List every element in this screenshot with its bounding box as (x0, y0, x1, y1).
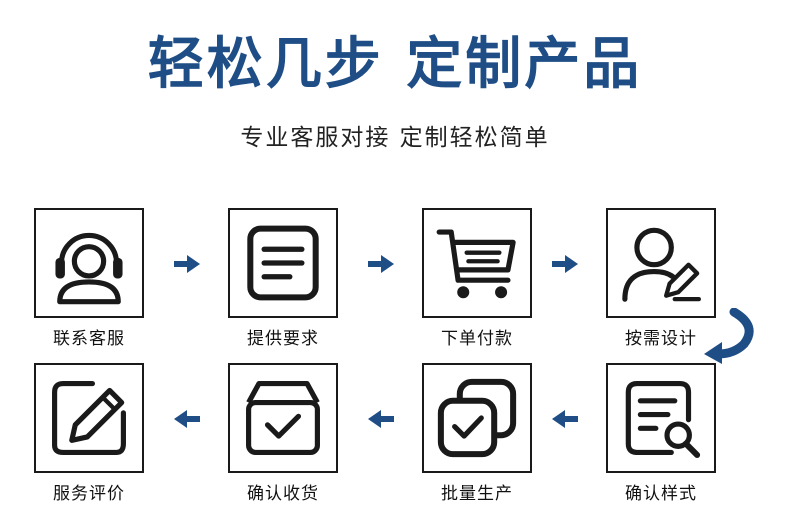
step-service-review[interactable]: 服务评价 (34, 363, 144, 504)
document-list-icon (247, 225, 319, 301)
shopping-cart-icon (436, 229, 516, 299)
page-subtitle: 专业客服对接 定制轻松简单 (240, 125, 550, 151)
arrow-right-icon (174, 255, 200, 273)
document-search-icon (625, 381, 701, 458)
package-check-icon (246, 381, 320, 455)
user-edit-icon (622, 227, 701, 302)
step-icon-box (34, 363, 144, 473)
step-provide-requirements[interactable]: 提供要求 (228, 208, 338, 349)
arrow-left-icon (552, 410, 578, 428)
curved-arrow-icon (704, 308, 754, 364)
arrow-right-icon (368, 255, 394, 273)
headset-agent-icon (55, 232, 123, 305)
step-icon-box (34, 208, 144, 318)
step-icon-box (228, 208, 338, 318)
step-order-payment[interactable]: 下单付款 (422, 208, 532, 349)
step-label: 提供要求 (247, 329, 319, 349)
step-mass-production[interactable]: 批量生产 (422, 363, 532, 504)
step-custom-design[interactable]: 按需设计 (606, 208, 716, 349)
arrow-left-icon (174, 410, 200, 428)
step-icon-box (422, 208, 532, 318)
step-label: 确认收货 (247, 484, 319, 504)
step-label: 联系客服 (53, 329, 125, 349)
step-icon-box (606, 363, 716, 473)
step-label: 下单付款 (441, 329, 513, 349)
arrow-right-icon (552, 255, 578, 273)
step-icon-box (228, 363, 338, 473)
pencil-review-icon (52, 381, 126, 455)
step-contact-service[interactable]: 联系客服 (34, 208, 144, 349)
step-confirm-style[interactable]: 确认样式 (606, 363, 716, 504)
step-label: 按需设计 (625, 329, 697, 349)
page-title: 轻松几步 定制产品 (147, 32, 643, 97)
arrow-left-icon (368, 410, 394, 428)
stacked-check-icon (437, 378, 517, 458)
step-label: 服务评价 (53, 484, 125, 504)
step-icon-box (422, 363, 532, 473)
step-icon-box (606, 208, 716, 318)
step-label: 确认样式 (625, 484, 697, 504)
step-label: 批量生产 (441, 484, 513, 504)
step-confirm-receipt[interactable]: 确认收货 (228, 363, 338, 504)
